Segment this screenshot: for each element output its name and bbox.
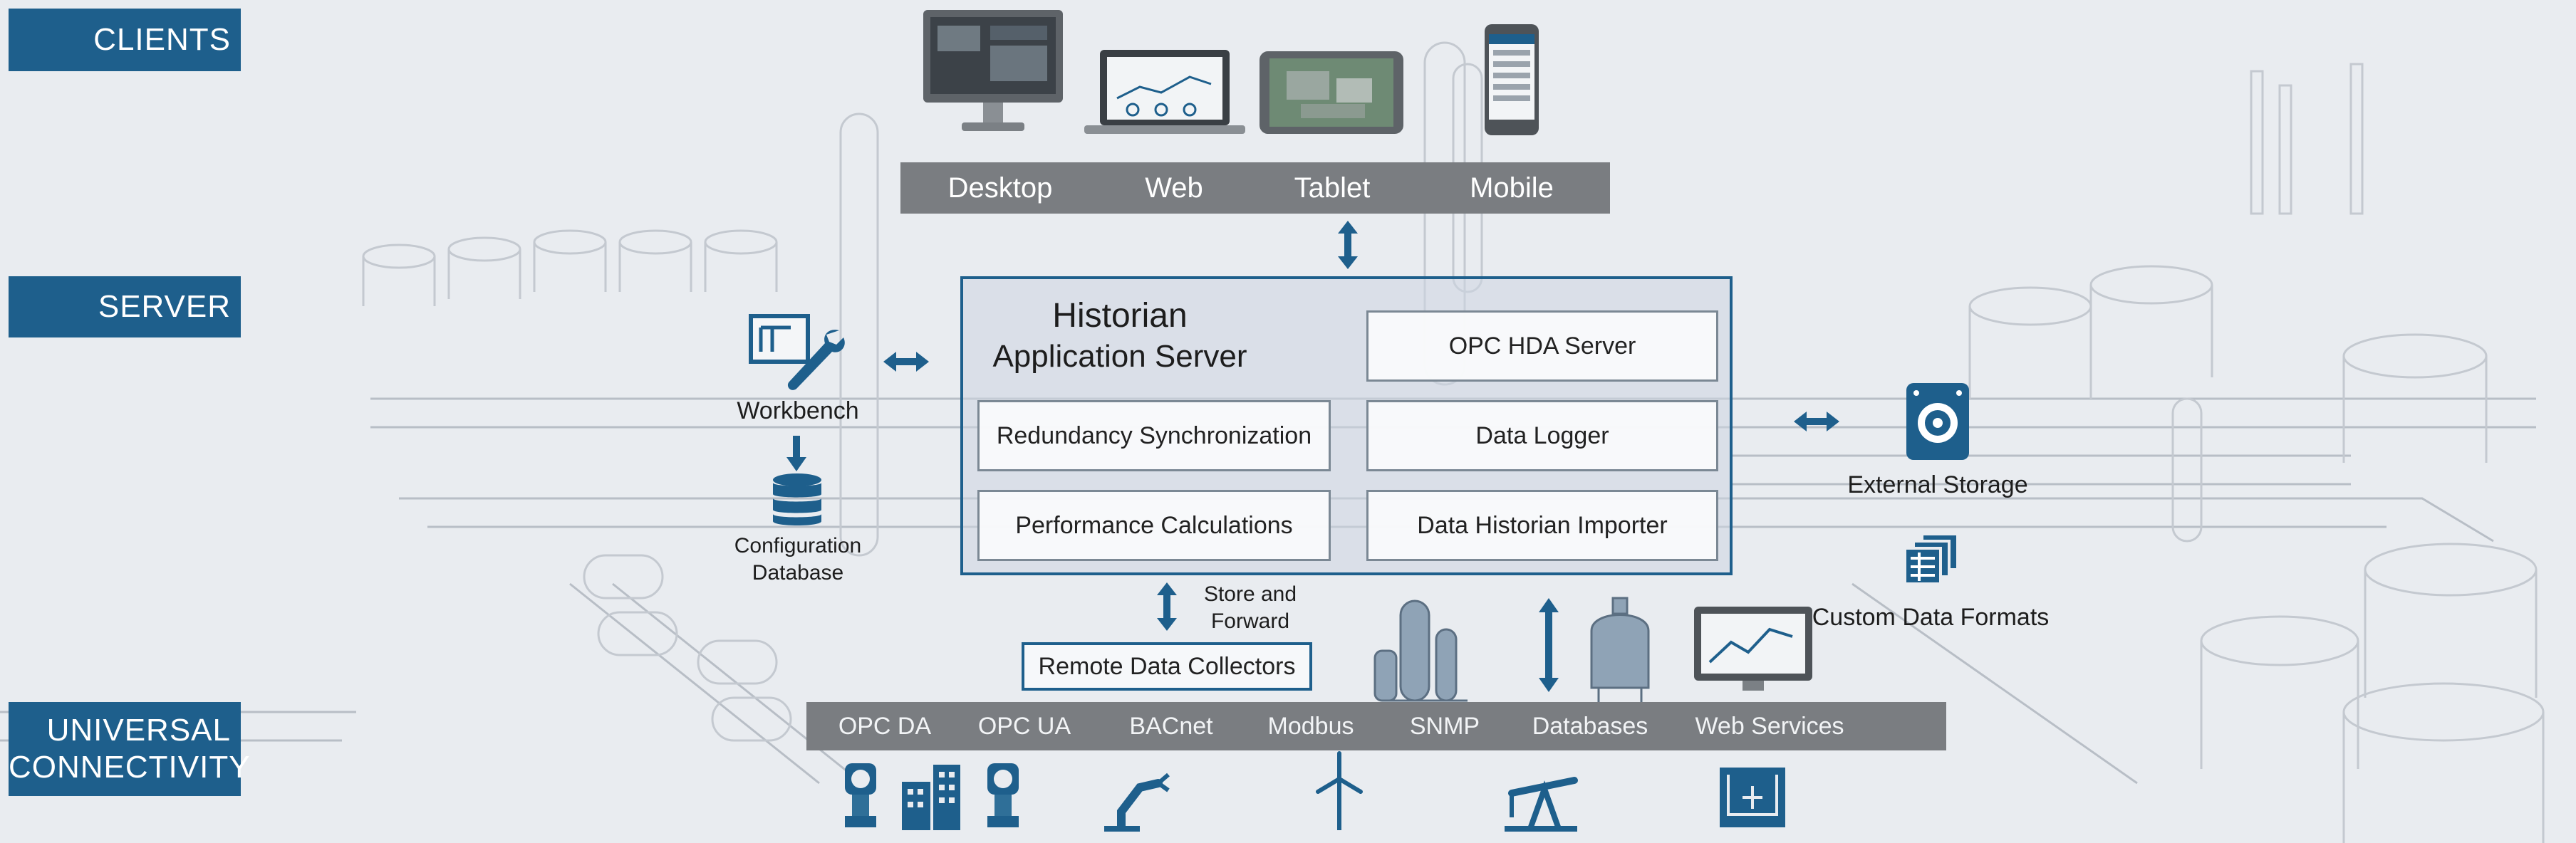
external-storage-label: External Storage [1824, 471, 2052, 499]
protocol-opc-ua[interactable]: OPC UA [967, 713, 1081, 740]
server-storage-arrow [1791, 409, 1842, 434]
module-data-logger[interactable]: Data Logger [1366, 400, 1718, 471]
tier-label-connectivity-line1: UNIVERSAL [9, 712, 231, 749]
protocol-web-services[interactable]: Web Services [1684, 713, 1855, 740]
module-performance-calculations[interactable]: Performance Calculations [977, 490, 1331, 561]
pressure-transmitter-icon [982, 760, 1024, 832]
database-icon [771, 473, 824, 528]
server-connectivity-arrow [1536, 595, 1562, 695]
workbench-server-arrow [881, 349, 932, 375]
tier-label-server: SERVER [9, 276, 241, 337]
workbench-config-arrow [784, 434, 809, 474]
building-icon [899, 760, 963, 832]
store-and-forward-line2: Forward [1190, 608, 1311, 635]
store-and-forward-label: Store and Forward [1190, 581, 1311, 635]
storage-drive-icon[interactable] [1905, 382, 1970, 461]
robot-arm-icon [1097, 762, 1175, 832]
protocol-modbus[interactable]: Modbus [1254, 713, 1368, 740]
module-data-historian-importer[interactable]: Data Historian Importer [1366, 490, 1718, 561]
server-title-line1: Historian [963, 296, 1277, 335]
desktop-monitor-icon [922, 9, 1064, 137]
server-title-line2: Application Server [963, 339, 1277, 375]
remote-data-collectors-box[interactable]: Remote Data Collectors [1022, 642, 1312, 691]
store-forward-arrow [1154, 580, 1180, 634]
historian-application-server-panel: Historian Application Server OPC HDA Ser… [960, 276, 1733, 575]
protocol-bacnet[interactable]: BACnet [1114, 713, 1228, 740]
client-tablet[interactable]: Tablet [1261, 172, 1403, 204]
client-desktop[interactable]: Desktop [929, 172, 1071, 204]
tier-label-connectivity-line2: CONNECTIVITY [9, 749, 231, 786]
tablet-icon [1258, 50, 1405, 135]
clients-server-arrow [1334, 218, 1362, 272]
workbench-tool-icon[interactable] [748, 313, 848, 399]
config-db-line2: Database [705, 560, 890, 587]
mobile-phone-icon [1483, 23, 1540, 137]
data-formats-icon[interactable] [1904, 531, 1960, 587]
pressure-transmitter-icon [839, 760, 882, 832]
workbench-label: Workbench [720, 397, 876, 425]
reactor-vessel-illustration [1577, 595, 1663, 706]
custom-data-formats-label: Custom Data Formats [1809, 604, 2052, 632]
water-tank-icon [1717, 765, 1788, 830]
store-and-forward-line1: Store and [1190, 581, 1311, 608]
connectivity-bar: OPC DA OPC UA BACnet Modbus SNMP Databas… [806, 702, 1946, 750]
client-mobile[interactable]: Mobile [1440, 172, 1583, 204]
clients-bar: Desktop Web Tablet Mobile [900, 162, 1610, 214]
laptop-icon [1083, 48, 1247, 135]
module-redundancy-synchronization[interactable]: Redundancy Synchronization [977, 400, 1331, 471]
tier-label-universal-connectivity: UNIVERSAL CONNECTIVITY [9, 702, 241, 796]
config-db-line1: Configuration [705, 533, 890, 560]
pump-jack-icon [1502, 760, 1580, 832]
module-opc-hda-server[interactable]: OPC HDA Server [1366, 310, 1718, 382]
protocol-snmp[interactable]: SNMP [1388, 713, 1502, 740]
client-web[interactable]: Web [1103, 172, 1245, 204]
protocol-opc-da[interactable]: OPC DA [828, 713, 942, 740]
trend-monitor-icon [1693, 605, 1814, 695]
tier-label-clients: CLIENTS [9, 9, 241, 71]
wind-turbine-icon [1312, 750, 1366, 832]
configuration-database-label: Configuration Database [705, 533, 890, 587]
protocol-databases[interactable]: Databases [1519, 713, 1661, 740]
distillation-column-illustration [1368, 587, 1475, 708]
